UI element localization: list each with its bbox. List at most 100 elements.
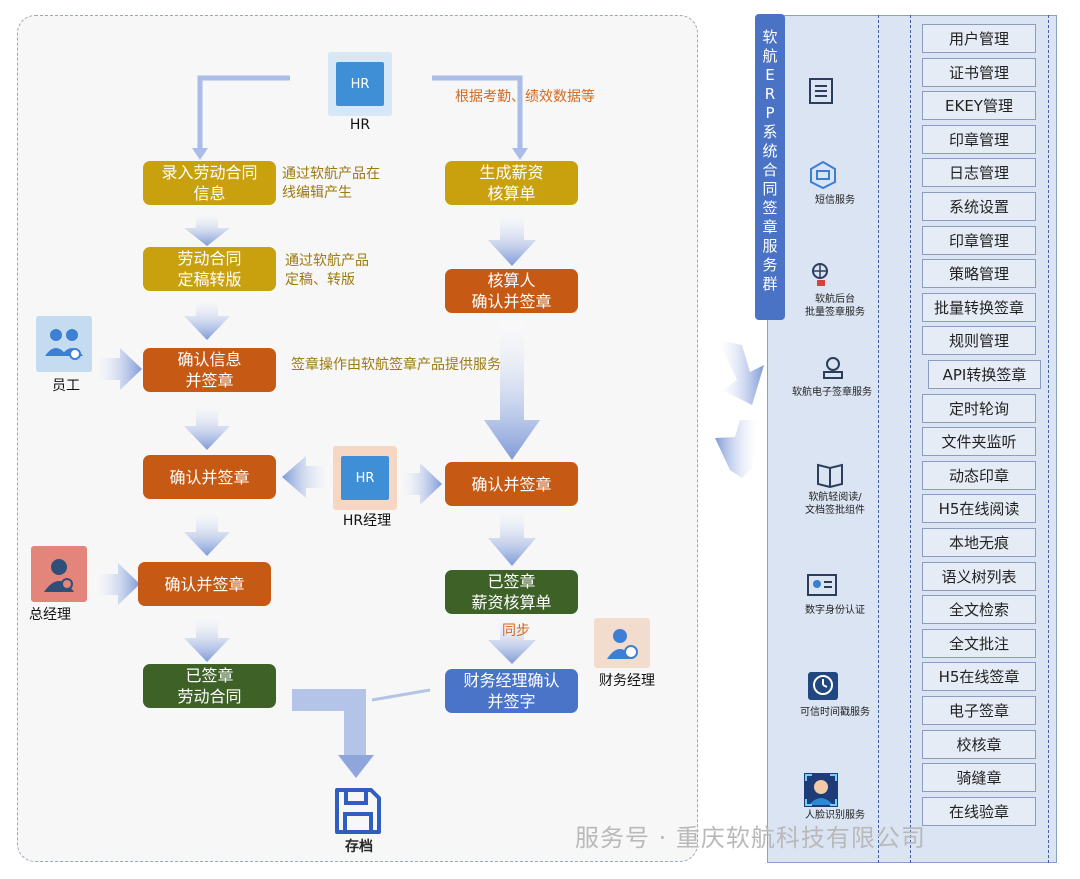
box-contract-input: 录入劳动合同 信息 [143,161,276,205]
employee-icon [36,316,92,372]
arrow-down-3 [184,404,230,450]
module-item: 动态印章 [922,460,1036,490]
title-char: 航 [762,47,778,65]
title-char: 签 [762,199,778,217]
module-item: 日志管理 [922,158,1036,188]
divider-line-3 [1048,15,1049,863]
employee-label: 员工 [52,378,80,394]
batch-sign-icon [812,263,828,286]
arrow-to-services [718,340,764,405]
box-confirm-right: 确认并签章 [445,462,578,506]
hr-icon: HR [328,52,392,116]
finance-person-icon [607,629,638,659]
arrowhead-archive [338,755,374,778]
box-payroll-gen: 生成薪资 核算单 [445,161,578,205]
title-char: 务 [762,256,778,274]
title-char: 统 [762,142,778,160]
watermark: 服务号 · 重庆软航科技有限公司 [575,824,926,852]
module-item: EKEY管理 [922,91,1036,121]
module-item: 电子签章 [922,696,1036,725]
module-item: 全文批注 [922,628,1036,658]
module-item: 系统设置 [922,192,1036,221]
arrow-down-r1 [488,212,536,266]
module-item: 用户管理 [922,24,1036,53]
module-item: 策略管理 [922,259,1036,289]
module-item: 定时轮询 [922,393,1036,423]
box-confirm-left: 确认并签章 [143,455,276,499]
arrow-from-services [715,420,758,478]
box-contract-final: 劳动合同 定稿转版 [143,247,276,291]
arrowhead-payroll [512,148,528,160]
arrow-gm [94,563,140,605]
title-char: E [765,66,775,84]
hr-to-payroll-connector [432,75,523,150]
divider-line-2 [910,15,911,863]
module-item: 全文检索 [922,595,1036,625]
note-online-edit: 通过软航产品在 线编辑产生 [282,166,380,201]
gm-icon [31,546,87,602]
gm-person-icon [44,559,74,592]
title-char: 软 [762,28,778,46]
module-item: 文件夹监听 [922,427,1036,457]
service-label-id: 数字身份认证 [805,605,865,616]
module-item: 骑缝章 [922,763,1036,793]
hr-manager-badge: HR [341,456,389,500]
arrow-employee [94,348,142,390]
title-char: 服 [762,237,778,255]
title-char: 合 [762,161,778,179]
archive-connector-left [292,689,366,760]
service-label-batch: 软航后台 批量签章服务 [805,294,865,318]
arrow-down-1 [184,212,230,246]
note-attendance: 根据考勤、绩效数据等 [455,89,595,105]
arrow-down-5 [184,615,230,662]
title-char: 同 [762,180,778,198]
title-char: 系 [762,123,778,141]
box-confirm-info: 确认信息 并签章 [143,348,276,392]
service-label-reader: 软航轻阅读/ 文档签批组件 [805,492,865,516]
module-item: 批量转换签章 [922,292,1036,322]
note-finalize: 通过软航产品 定稿、转版 [285,253,369,288]
finance-manager-label: 财务经理 [599,673,655,689]
arrow-hrm-right [400,463,442,505]
module-item: 在线验章 [922,796,1036,826]
employee-group-icon [45,329,83,360]
archive-connector-right [371,688,431,702]
hr-to-contract-connector [197,75,290,150]
service-label-face: 人脸识别服务 [805,810,865,821]
service-label-timestamp: 可信时间戳服务 [800,707,870,718]
arrow-down-4 [184,510,230,556]
arrowhead-contract [192,148,208,160]
archive-label: 存档 [345,839,373,855]
module-item: 语义树列表 [922,561,1036,591]
arrow-down-r2 [484,320,540,460]
module-item: 印章管理 [922,124,1036,154]
e-seal-icon [823,357,843,379]
divider-line-1 [878,15,879,863]
face-recognition-icon [804,773,838,807]
box-signed-contract: 已签章 劳动合同 [143,664,276,708]
service-label-sms: 短信服务 [815,195,855,206]
module-item: H5在线签章 [922,662,1036,692]
title-char: R [764,85,776,103]
timestamp-icon [808,672,838,700]
archive-save-icon [335,788,381,834]
box-confirm-gm: 确认并签章 [138,562,271,606]
title-char: 章 [762,218,778,236]
title-char: P [765,104,775,122]
hr-icon-badge: HR [336,62,384,106]
hr-manager-label: HR经理 [342,513,392,529]
module-item: API转换签章 [928,360,1041,389]
box-signed-payroll: 已签章 薪资核算单 [445,570,578,614]
box-accountant: 核算人 确认并签章 [445,269,578,313]
arrow-down-r4 [488,616,536,664]
module-item: 证书管理 [922,57,1036,87]
finance-manager-icon [594,618,650,668]
module-item: H5在线阅读 [922,494,1036,524]
document-list-icon [809,78,833,104]
module-item: 校核章 [922,729,1036,759]
module-item: 印章管理 [922,225,1036,255]
note-sync: 同步 [502,623,530,639]
module-item: 本地无痕 [922,528,1036,557]
